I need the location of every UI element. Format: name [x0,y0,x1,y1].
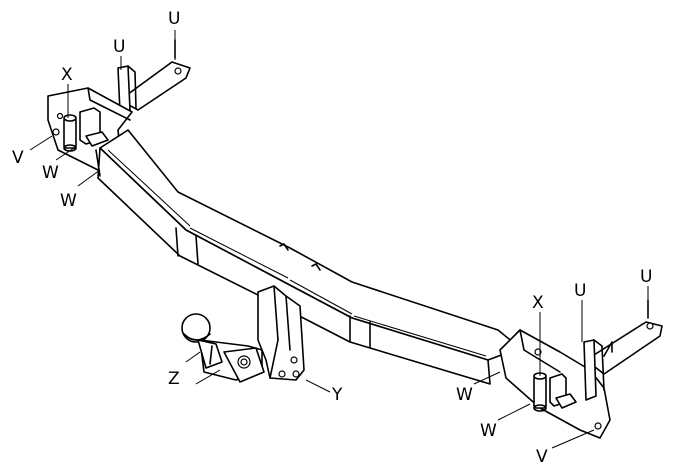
right-spacer-x [533,372,547,412]
label-x-left: X [61,65,73,85]
left-rail-upper [119,39,191,111]
left-spacer-x [63,114,77,152]
leader-lines [29,30,649,449]
label-w-right-2: W [480,421,497,441]
label-z: Z [168,369,180,389]
label-y: Y [331,385,343,405]
label-w-left-2: W [60,191,77,211]
label-u-right-top: U [640,267,652,287]
right-rail-lower [583,339,613,401]
label-u-left-top: U [168,9,180,29]
label-v-right: V [536,447,548,466]
label-w-right-1: W [456,385,473,405]
right-rail-upper [585,299,663,375]
tow-ball-assembly [181,313,265,383]
labels: U U X V W W Z Y X U U W W V [12,9,652,466]
label-u-right: U [574,281,586,301]
right-clamp-block [549,373,577,409]
center-drop-bracket [257,285,305,381]
main-cross-beam [95,129,521,385]
left-clamp-block [79,107,109,147]
label-w-left-1: W [42,163,59,183]
label-v-left: V [12,148,24,168]
label-x-right: X [532,293,544,313]
label-u-left: U [113,37,125,57]
